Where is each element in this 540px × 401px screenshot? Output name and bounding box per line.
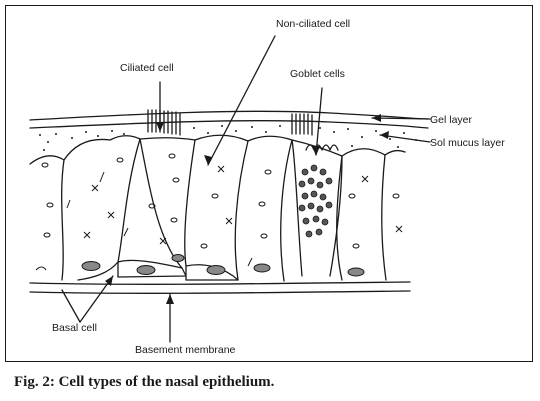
leader-gel [371, 117, 431, 120]
gel-layer-top-line [29, 110, 429, 121]
arrowhead-basal [105, 276, 113, 286]
figure-frame [5, 5, 533, 362]
basement-membrane-upper [29, 281, 411, 285]
ciliated-cell-label: Ciliated cell [120, 62, 174, 74]
arrowhead-non-ciliated [204, 155, 212, 165]
cell-contents [35, 153, 403, 277]
arrowhead-basement [166, 294, 174, 304]
figure-caption: Fig. 2: Cell types of the nasal epitheli… [14, 374, 275, 390]
basement-membrane-label: Basement membrane [135, 344, 236, 356]
arrowhead-sol [380, 131, 389, 139]
sol-mucus-layer-label: Sol mucus layer [430, 137, 505, 149]
leader-non-ciliated [207, 35, 276, 166]
cell-wall-5 [234, 140, 249, 281]
leader-basal-2 [61, 289, 81, 323]
cell-wall-7 [336, 155, 343, 281]
gel-layer-label: Gel layer [430, 114, 473, 126]
goblet-granules [298, 164, 333, 238]
arrowhead-ciliated [156, 122, 164, 132]
goblet-cell-outline [291, 139, 343, 277]
basement-membrane-lower [29, 290, 411, 294]
cell-wall-6 [280, 139, 293, 282]
leader-goblet [315, 87, 323, 156]
cell-wall-2 [77, 138, 141, 281]
cilia-tuft-2 [291, 113, 313, 136]
non-ciliated-cell-label: Non-ciliated cell [276, 18, 350, 30]
cell-wall-3 [139, 138, 183, 269]
basal-cell-outline [117, 259, 187, 278]
goblet-secretion-curls [305, 144, 339, 151]
sol-layer-dots [39, 125, 417, 151]
cell-wall-1 [61, 159, 65, 281]
arrowhead-gel [372, 114, 381, 122]
cell-wall-8 [381, 154, 387, 281]
goblet-cells-label: Goblet cells [290, 68, 345, 80]
cell-wall-4 [184, 139, 196, 267]
arrowhead-goblet [312, 146, 320, 156]
apical-surface [29, 134, 406, 165]
gel-sol-boundary-line [29, 120, 429, 129]
leader-basal-1 [79, 275, 114, 323]
basal-cell-label: Basal cell [52, 322, 97, 334]
